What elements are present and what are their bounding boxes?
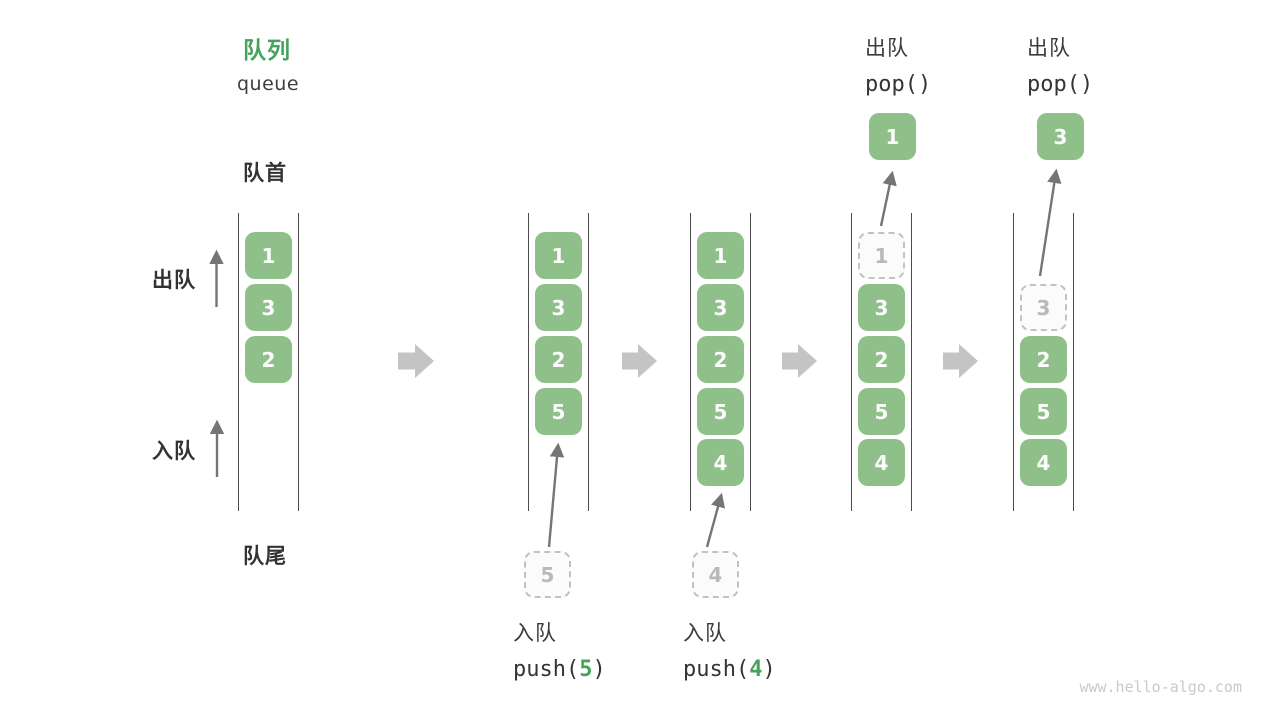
queue-cell-filled: 2 [1020,336,1067,383]
code-text: push( [513,657,580,682]
code-arg: 5 [579,657,593,682]
staged-value-box-4: 4 [692,551,739,598]
code-text: push( [683,657,750,682]
title-en: queue [237,73,300,95]
queue-cell-filled: 3 [858,284,905,331]
queue-cell-filled: 2 [535,336,582,383]
op-group-pop3: 出队 pop() [1027,32,1093,97]
queue-cell-filled: 2 [858,336,905,383]
watermark: www.hello-algo.com [1079,678,1242,696]
queue-cell-filled: 1 [535,232,582,279]
code-arg: 4 [749,657,763,682]
queue-cell-filled: 5 [1020,388,1067,435]
staged-value-box-5: 5 [524,551,571,598]
queue-cell-filled: 5 [535,388,582,435]
op-label-enqueue: 入队 [683,621,727,645]
op-code-push5: push(5) [513,657,606,682]
op-code-pop3: pop() [1027,72,1094,97]
code-text: ) [592,657,606,682]
step-arrow-right-icon [622,344,657,378]
label-enqueue-side: 入队 [152,439,196,463]
popped-value-box-1: 1 [869,113,916,160]
code-text: ) [762,657,776,682]
queue-cell-ghost: 1 [858,232,905,279]
title-zh: 队列 [243,38,291,64]
queue-column-state2: 1 3 2 5 [528,213,589,511]
queue-cell-filled: 3 [245,284,292,331]
step-arrow-right-icon [943,344,978,378]
queue-cell-filled: 4 [1020,439,1067,486]
queue-cell-filled: 1 [245,232,292,279]
label-queue-front: 队首 [243,161,287,185]
queue-cell-filled: 5 [697,388,744,435]
queue-cell-filled: 1 [697,232,744,279]
op-group-push4: 入队 push(4) [683,617,776,682]
label-queue-rear: 队尾 [243,544,287,568]
queue-cell-filled: 3 [697,284,744,331]
queue-column-state1: 1 3 2 [238,213,299,511]
op-code-push4: push(4) [683,657,776,682]
op-group-pop1: 出队 pop() [865,32,931,97]
queue-cell-ghost: 3 [1020,284,1067,331]
queue-cell-filled: 2 [245,336,292,383]
op-group-push5: 入队 push(5) [513,617,606,682]
step-arrow-right-icon [782,344,817,378]
op-label-dequeue: 出队 [1027,36,1071,60]
op-label-dequeue: 出队 [865,36,909,60]
label-dequeue-side: 出队 [152,268,196,292]
popped-value-box-3: 3 [1037,113,1084,160]
queue-cell-filled: 2 [697,336,744,383]
queue-cell-filled: 4 [697,439,744,486]
queue-cell-filled: 3 [535,284,582,331]
op-code-pop1: pop() [865,72,932,97]
step-arrow-right-icon [398,344,434,378]
queue-cell-filled: 5 [858,388,905,435]
queue-cell-filled: 4 [858,439,905,486]
op-label-enqueue: 入队 [513,621,557,645]
